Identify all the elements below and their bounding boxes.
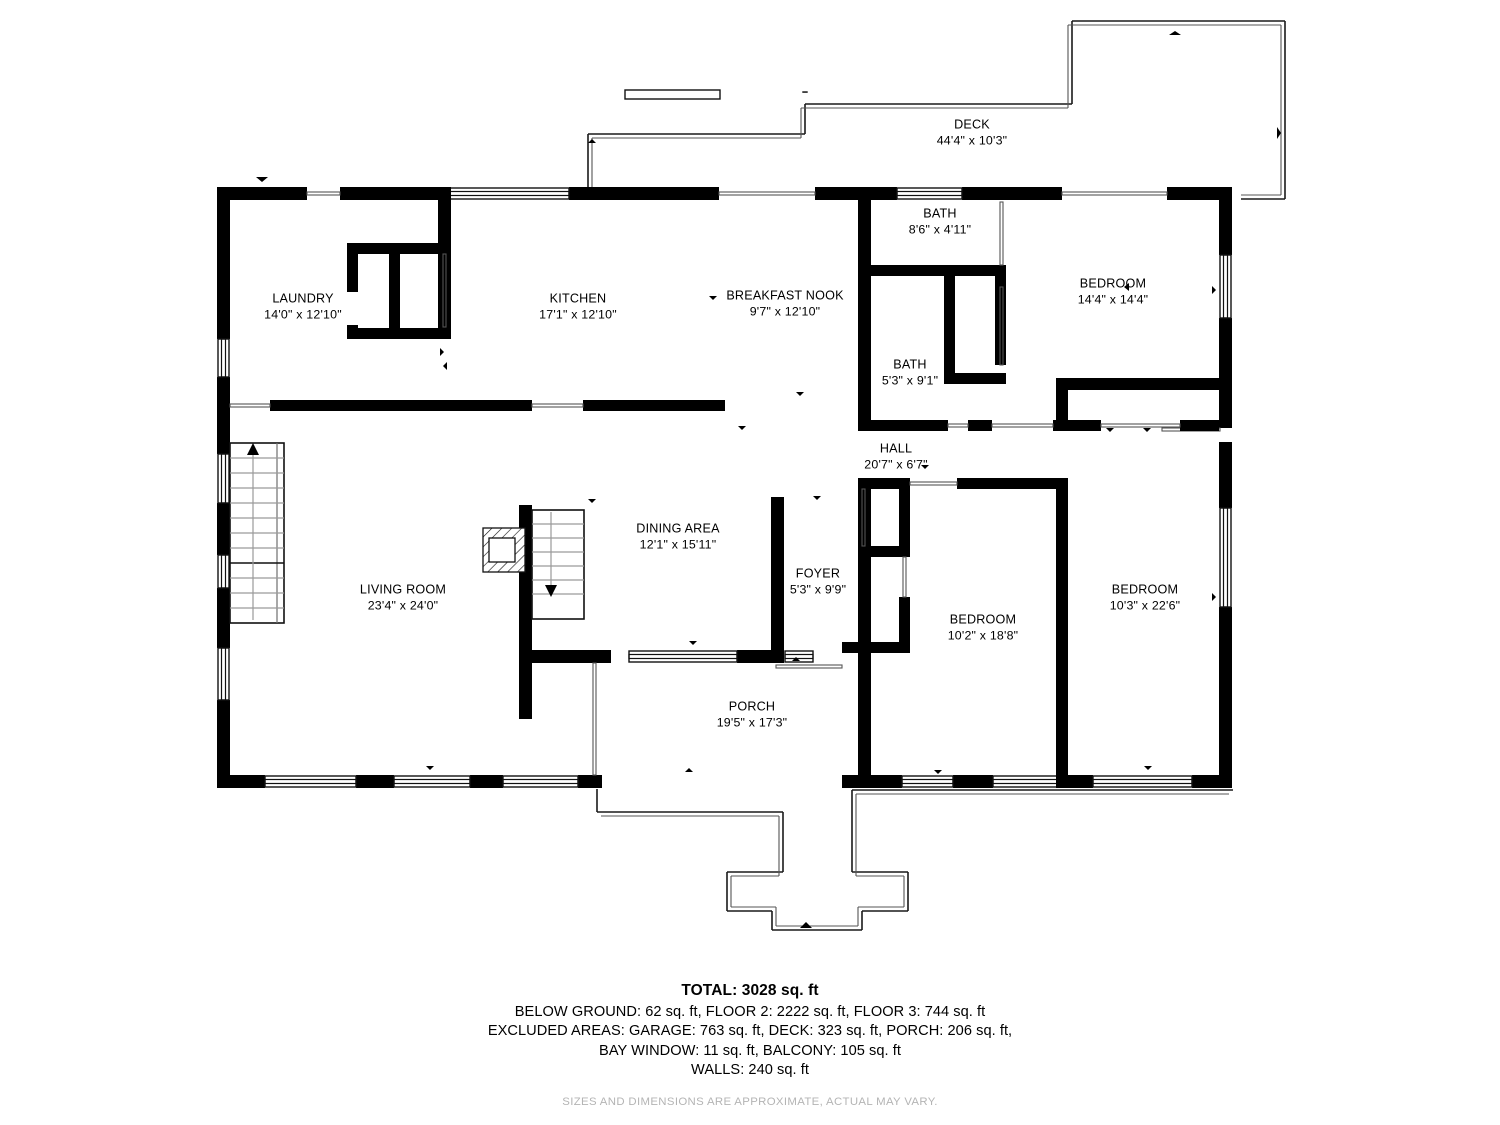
room-name-bedroom-se: BEDROOM [1111,582,1179,597]
deck-outline [587,20,1286,200]
room-name-kitchen: KITCHEN [549,291,607,306]
room-dims-foyer: 5'3" x 9'9" [789,582,847,597]
room-dims-living-room: 23'4" x 24'0" [367,598,439,613]
room-dims-bedroom-ne: 14'4" x 14'4" [1077,292,1149,307]
room-dims-breakfast-nook: 9'7" x 12'10" [749,304,821,319]
room-dims-bath-lower: 5'3" x 9'1" [881,373,939,388]
room-name-bedroom-mid: BEDROOM [949,612,1017,627]
room-label-deck: DECK 44'4" x 10'3" [937,117,1008,148]
room-label-bedroom-mid: BEDROOM 10'2" x 18'8" [948,612,1019,643]
room-label-kitchen: KITCHEN 17'1" x 12'10" [539,291,617,322]
room-dims-bedroom-mid: 10'2" x 18'8" [947,628,1019,643]
room-name-breakfast-nook: BREAKFAST NOOK [726,288,844,303]
room-name-bath-lower: BATH [893,357,927,372]
stairs-center [482,509,585,620]
summary-line-floors: BELOW GROUND: 62 sq. ft, FLOOR 2: 2222 s… [514,1004,986,1020]
summary-line-excluded-2: BAY WINDOW: 11 sq. ft, BALCONY: 105 sq. … [599,1042,901,1059]
room-name-bath-upper: BATH [923,206,957,221]
room-label-dining-area: DINING AREA 12'1" x 15'11" [636,521,719,552]
stairs-left [229,442,285,624]
room-label-bath-upper: BATH 8'6" x 4'11" [909,206,972,237]
room-name-porch: PORCH [728,699,776,714]
room-label-breakfast-nook: BREAKFAST NOOK 9'7" x 12'10" [726,288,843,319]
room-name-laundry: LAUNDRY [272,291,334,306]
porch-outline [596,789,1233,931]
room-label-bedroom-ne: BEDROOM 14'4" x 14'4" [1078,276,1149,307]
room-name-dining-area: DINING AREA [636,521,720,536]
room-label-porch: PORCH 19'5" x 17'3" [717,699,788,730]
summary-line-excluded-1: EXCLUDED AREAS: GARAGE: 763 sq. ft, DECK… [487,1023,1013,1040]
room-dims-deck: 44'4" x 10'3" [936,133,1008,148]
room-name-bedroom-ne: BEDROOM [1079,276,1147,291]
room-dims-bath-upper: 8'6" x 4'11" [908,222,972,237]
interior-walls [229,187,1219,788]
room-label-foyer: FOYER 5'3" x 9'9" [790,566,846,597]
room-label-living-room: LIVING ROOM 23'4" x 24'0" [360,582,446,613]
exterior-walls [217,187,1232,788]
summary-line-walls: WALLS: 240 sq. ft [691,1061,809,1078]
room-dims-kitchen: 17'1" x 12'10" [539,307,617,322]
room-label-bath-lower: BATH 5'3" x 9'1" [882,357,938,388]
room-dims-porch: 19'5" x 17'3" [716,715,788,730]
area-summary: TOTAL: 3028 sq. ft BELOW GROUND: 62 sq. … [0,982,1500,1108]
wall-tick-marks [256,177,1216,774]
disclaimer-text: SIZES AND DIMENSIONS ARE APPROXIMATE, AC… [562,1096,938,1108]
total-area-text: TOTAL: 3028 sq. ft [681,982,819,999]
room-dims-bedroom-se: 10'3" x 22'6" [1109,598,1181,613]
room-name-foyer: FOYER [795,566,841,581]
room-name-living-room: LIVING ROOM [359,582,447,597]
room-dims-dining-area: 12'1" x 15'11" [639,537,717,552]
room-label-laundry: LAUNDRY 14'0" x 12'10" [264,291,342,322]
room-label-hall: HALL 20'7" x 6'7" [864,441,927,472]
room-label-bedroom-se: BEDROOM 10'3" x 22'6" [1110,582,1181,613]
room-dims-hall: 20'7" x 6'7" [864,457,928,472]
room-dims-laundry: 14'0" x 12'10" [264,307,342,322]
room-name-deck: DECK [954,117,990,132]
room-name-hall: HALL [879,441,913,456]
